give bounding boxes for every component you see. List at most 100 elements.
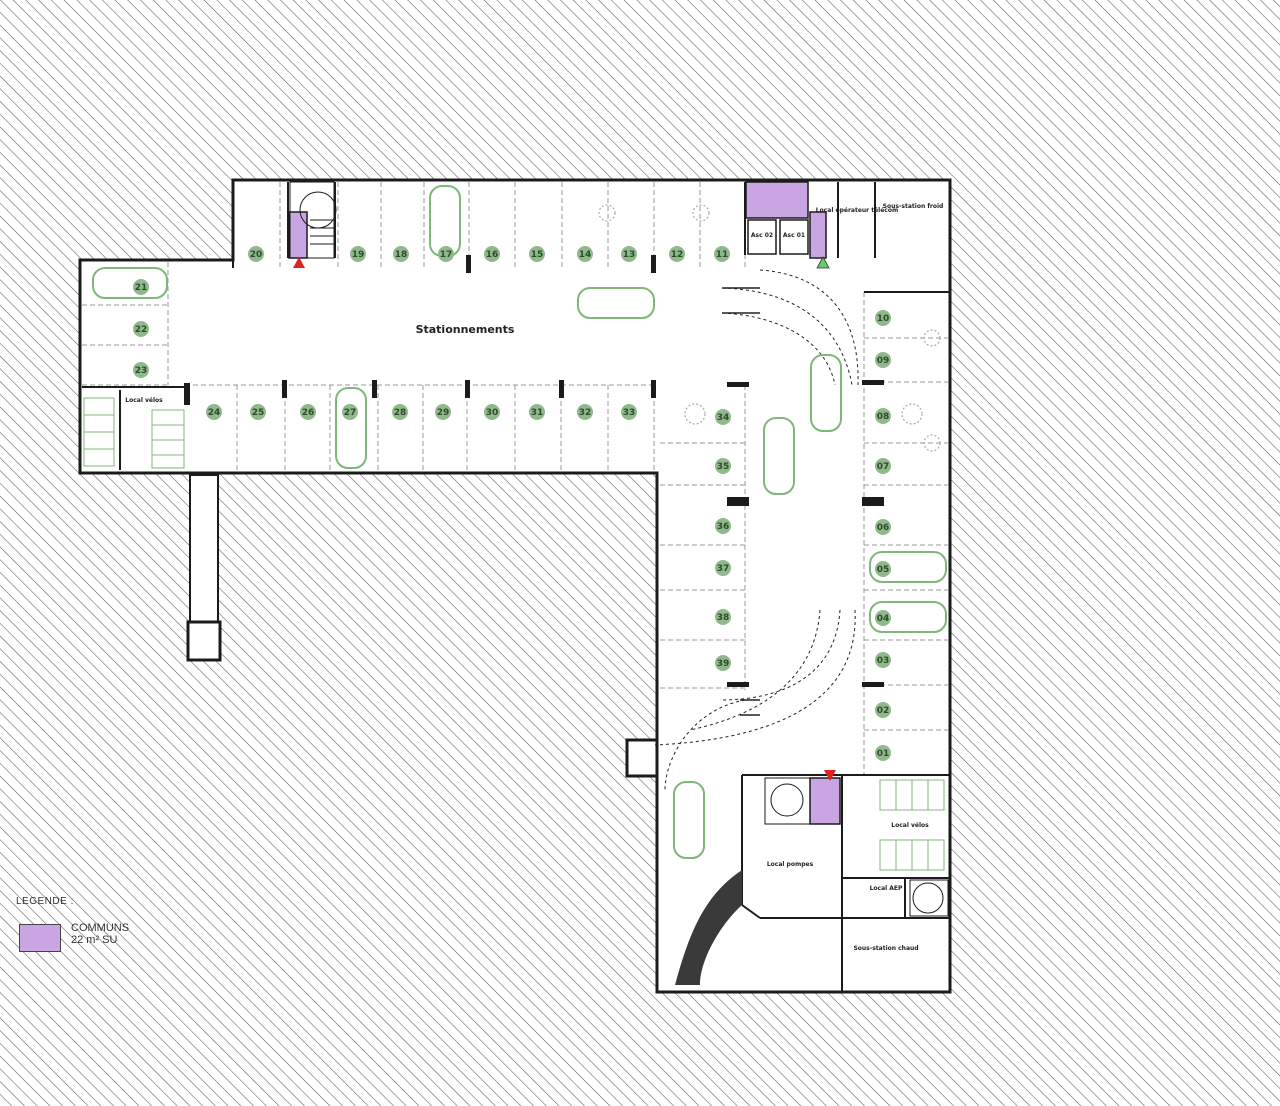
parking-badge (669, 246, 685, 262)
parking-badge (875, 408, 891, 424)
parking-spot-number: 01 (877, 749, 890, 759)
parking-spot-number: 02 (877, 706, 890, 716)
parking-badge (248, 246, 264, 262)
parking-badge (133, 362, 149, 378)
parking-badge (715, 560, 731, 576)
parking-spot-number: 18 (395, 250, 408, 260)
parking-spot-number: 31 (531, 408, 544, 418)
parking-spot-number: 25 (252, 408, 265, 418)
access-ramps (654, 269, 859, 791)
parking-badge (621, 404, 637, 420)
parking-spot-number: 16 (486, 250, 499, 260)
bike-room-label-1: Local vélos (125, 397, 163, 404)
parking-spot-number: 37 (717, 564, 730, 574)
parking-badge (577, 404, 593, 420)
legend-area: 22 m² SU (71, 934, 118, 946)
parking-spot-number: 30 (486, 408, 499, 418)
parking-badge (715, 609, 731, 625)
parking-spot-number: 04 (877, 614, 890, 624)
parking-badge (342, 404, 358, 420)
exit-ramp (675, 870, 742, 985)
parking-spot-number: 26 (302, 408, 315, 418)
parking-badge (392, 404, 408, 420)
parking-spot-number: 17 (440, 250, 453, 260)
parking-spot-number: 28 (394, 408, 407, 418)
pump-room-label: Local pompes (767, 861, 814, 868)
parking-spot-number: 39 (717, 659, 730, 669)
parking-spot-number: 19 (352, 250, 365, 260)
parking-spot-number: 27 (344, 408, 357, 418)
parking-spot-number: 03 (877, 656, 890, 666)
parking-spot-number: 22 (135, 325, 148, 335)
parking-spot-number: 15 (531, 250, 544, 260)
legend: LEGENDE : COMMUNS 22 m² SU (16, 896, 216, 966)
communs-areas (288, 181, 841, 825)
parking-spot-number: 29 (437, 408, 450, 418)
parking-spot-number: 05 (877, 565, 890, 575)
stair-up-triangle (293, 257, 305, 268)
parking-badge (715, 655, 731, 671)
parking-badge (875, 652, 891, 668)
parking-spot-number: 34 (717, 413, 730, 423)
stationnements-label: Stationnements (416, 323, 515, 336)
elevator-label-1: Asc 02 (751, 232, 773, 239)
parking-badge (435, 404, 451, 420)
elevators (747, 219, 809, 255)
exterior-stair-box (186, 620, 222, 662)
parking-spot-number: 12 (671, 250, 684, 260)
hot-substation-label: Sous-station chaud (853, 945, 918, 952)
parking-spot-number: 24 (208, 408, 221, 418)
legend-label: COMMUNS (71, 922, 130, 934)
cold-substation-label: Sous-station froid (883, 203, 944, 210)
parking-badge (484, 246, 500, 262)
parking-spot-number: 06 (877, 523, 890, 533)
parking-spot-number: 13 (623, 250, 636, 260)
parking-spot-number: 33 (623, 408, 636, 418)
parking-badge (529, 246, 545, 262)
parking-badge (133, 321, 149, 337)
parking-spot-number: 07 (877, 462, 890, 472)
parking-spot-number: 09 (877, 356, 890, 366)
parking-badge (529, 404, 545, 420)
parking-badge (715, 518, 731, 534)
parking-badge (875, 352, 891, 368)
parking-badge (206, 404, 222, 420)
legend-text: COMMUNS 22 m² SU (71, 922, 129, 946)
stair-up-triangle-2 (824, 770, 836, 781)
parking-badge (393, 246, 409, 262)
elevator-label-2: Asc 01 (783, 232, 805, 239)
exterior-ramp-shaft (189, 474, 219, 626)
exterior-vent-box (625, 738, 659, 778)
parking-badge (350, 246, 366, 262)
parking-badge (875, 561, 891, 577)
aep-room-label: Local AEP (870, 885, 903, 892)
parking-spot-number: 14 (579, 250, 592, 260)
parking-spot-number: 23 (135, 366, 148, 376)
interior-walls (82, 182, 950, 992)
bike-racks (83, 397, 945, 871)
parking-badge (875, 519, 891, 535)
staircases (289, 181, 949, 917)
parking-spot-number: 11 (716, 250, 729, 260)
ev-charging-icon-group (598, 204, 941, 452)
parking-spot-number: 35 (717, 462, 730, 472)
parking-spot-number: 20 (250, 250, 263, 260)
parking-badge (577, 246, 593, 262)
parking-badge (875, 702, 891, 718)
ramp-stripes (722, 287, 760, 716)
parking-badge (875, 745, 891, 761)
legend-title: LEGENDE : (16, 896, 74, 907)
parking-badge (875, 610, 891, 626)
parking-badge (250, 404, 266, 420)
parking-badge (133, 279, 149, 295)
stair-down-triangle (816, 256, 830, 269)
parking-badge (875, 458, 891, 474)
parking-badge (875, 310, 891, 326)
parking-spot-number: 10 (877, 314, 890, 324)
parking-badge (621, 246, 637, 262)
bike-room-label-2: Local vélos (891, 822, 929, 829)
parking-spot-number: 38 (717, 613, 730, 623)
communs-swatch (19, 924, 61, 952)
